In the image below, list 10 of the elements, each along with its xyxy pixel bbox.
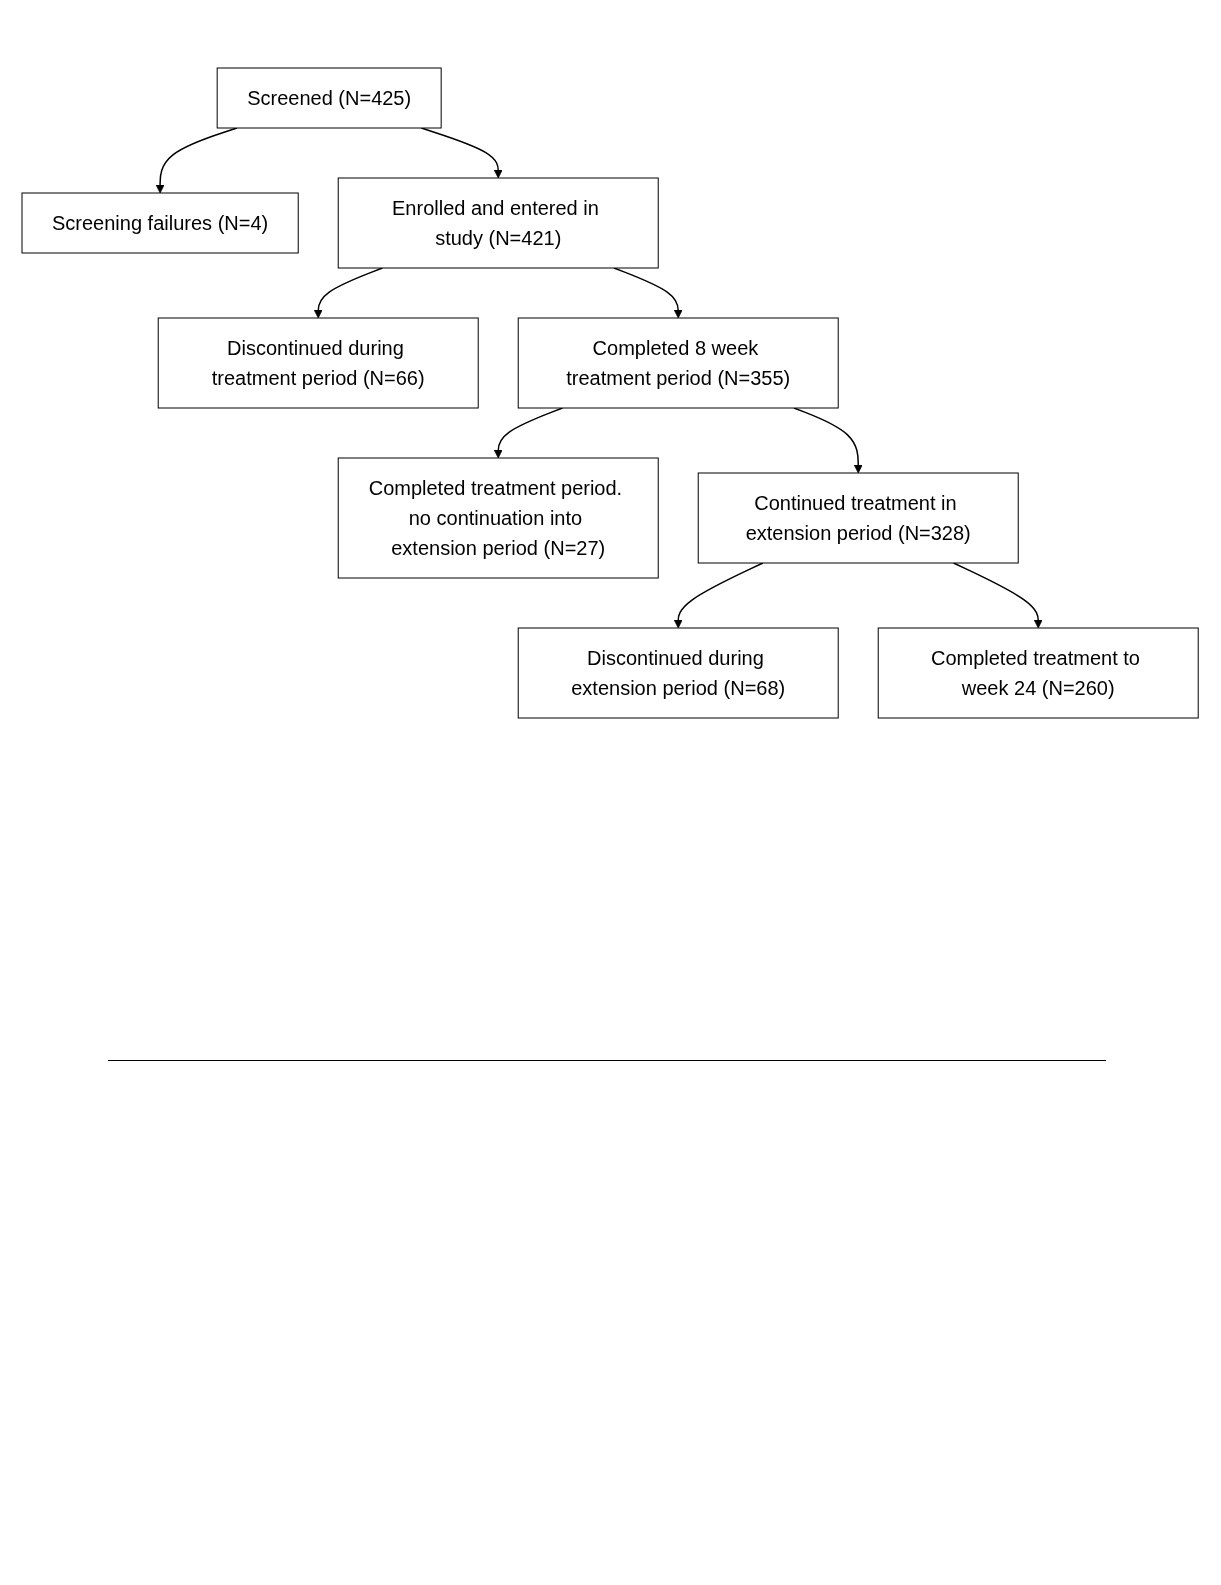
node-box: Completed treatment to week 24 (N=260) [878, 627, 1200, 719]
node-box: Completed treatment period. no continuation into extension period (N=27) [338, 457, 660, 579]
node-box: Enrolled and entered in study (N=421) [338, 177, 660, 269]
node-box: Continued treatment in extension period (N=328) [698, 472, 1020, 564]
node-box: Discontinued during extension period (N=68) [518, 627, 840, 719]
node-box: Screened (N=425) [217, 67, 443, 129]
node-box: Discontinued during treatment period (N=66) [158, 317, 480, 409]
node-box: Completed 8 week treatment period (N=355) [518, 317, 840, 409]
arrow [953, 562, 1043, 629]
node-box: Screening failures (N=4) [21, 192, 300, 254]
